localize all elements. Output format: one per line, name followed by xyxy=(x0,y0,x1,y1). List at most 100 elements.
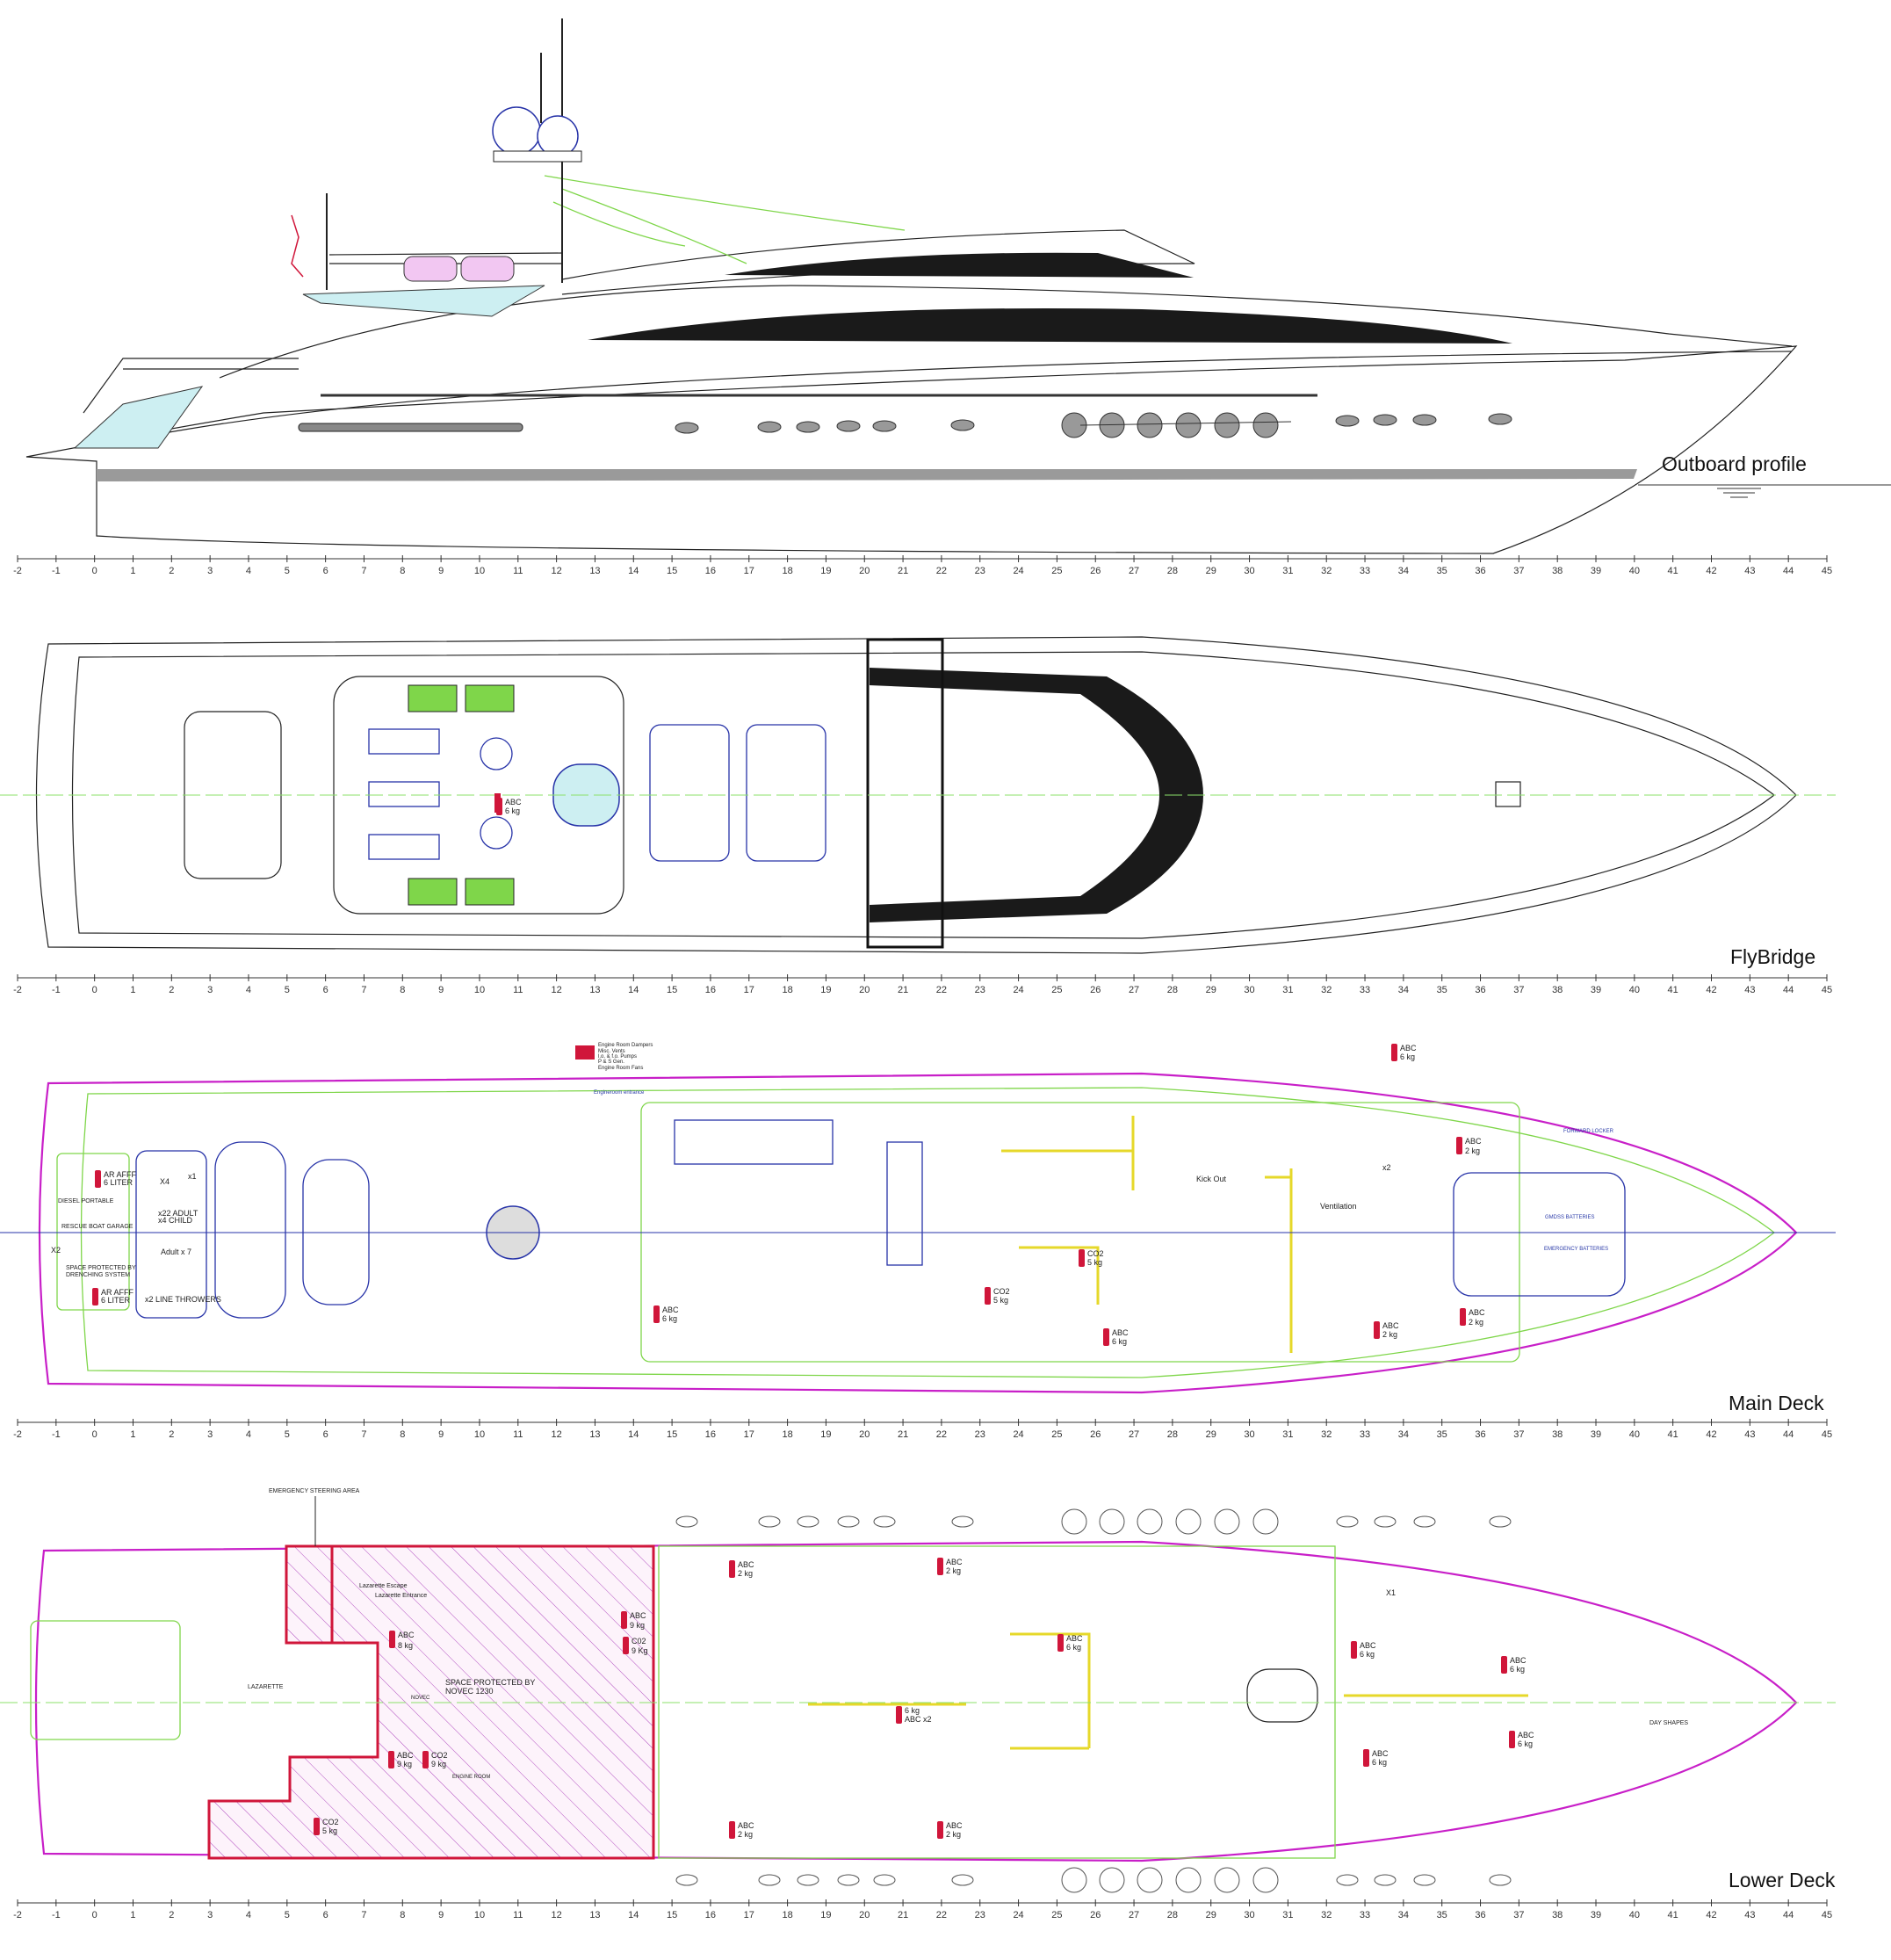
label-ext-crew: ABC xyxy=(1382,1321,1399,1330)
label-novec-2: NOVEC 1230 xyxy=(445,1687,494,1696)
ruler-label: 16 xyxy=(705,1910,716,1920)
ruler-label: 15 xyxy=(667,985,677,995)
label-ext-c5-2: 6 kg xyxy=(1066,1643,1081,1652)
ruler-label: 8 xyxy=(400,1910,405,1920)
ruler-label: 29 xyxy=(1206,1910,1216,1920)
fire-extinguisher-icon xyxy=(623,1637,629,1654)
master-bath xyxy=(1246,1668,1318,1723)
ruler-label: 36 xyxy=(1475,566,1485,576)
ruler-label: 6 xyxy=(323,985,328,995)
ruler-label: 18 xyxy=(782,1429,792,1440)
ruler-label: 33 xyxy=(1360,1910,1370,1920)
porthole xyxy=(675,1874,698,1886)
label-ext-f1-2: 6 kg xyxy=(1360,1650,1375,1659)
ruler-label: 18 xyxy=(782,566,792,576)
radar-dome-2 xyxy=(537,115,579,157)
swim-platform-glass xyxy=(73,386,204,449)
ruler-label: 8 xyxy=(400,1429,405,1440)
ruler-label: 39 xyxy=(1591,1429,1601,1440)
ruler-label: 25 xyxy=(1051,1910,1062,1920)
ruler-label: 17 xyxy=(744,1429,754,1440)
ruler-label: 26 xyxy=(1090,985,1101,995)
main-deck-plan: AR AFFF 6 LITER DIESEL PORTABLE RESCUE B… xyxy=(0,1043,1836,1414)
label-ext-co2-b: CO2 xyxy=(1087,1249,1104,1258)
ruler-label: 11 xyxy=(513,985,523,995)
label-ext-er-3: C02 xyxy=(632,1637,646,1645)
porthole xyxy=(837,1874,860,1886)
hull-inner-main xyxy=(80,1087,1776,1378)
fire-extinguisher-icon xyxy=(1501,1656,1507,1674)
ruler-label: 43 xyxy=(1744,1910,1755,1920)
porthole xyxy=(1214,1867,1240,1893)
ruler-label: 22 xyxy=(936,1910,947,1920)
hardtop-beam xyxy=(866,638,944,949)
ruler-label: 35 xyxy=(1437,1429,1447,1440)
ruler-label: 12 xyxy=(551,1910,561,1920)
ruler-label: 2 xyxy=(169,985,174,995)
ruler-label: -2 xyxy=(13,1910,22,1920)
ruler-label: 32 xyxy=(1321,566,1332,576)
lower-deck-plan: EMERGENCY STEERING AREA Lazarette Escape… xyxy=(0,1488,1836,1893)
ruler-label: 3 xyxy=(207,985,213,995)
ruler-label: -1 xyxy=(52,1910,61,1920)
label-ext-fwd-port: ABC xyxy=(1469,1308,1485,1317)
ruler-label: 38 xyxy=(1552,1429,1563,1440)
ruler-label: 11 xyxy=(513,566,523,576)
ruler-label: 2 xyxy=(169,566,174,576)
label-line-throwers: x2 LINE THROWERS xyxy=(145,1295,221,1304)
label-ar-afff-bottom-2: 6 LITER xyxy=(101,1296,131,1305)
ruler-label: 2 xyxy=(169,1429,174,1440)
label-ext-f1: ABC xyxy=(1360,1641,1376,1650)
salon-sofa xyxy=(674,1119,834,1165)
sunbeds xyxy=(368,728,440,860)
ruler-label: 17 xyxy=(744,1910,754,1920)
label-diesel-portable: DIESEL PORTABLE xyxy=(58,1198,114,1204)
hull-centerline-profile xyxy=(1079,421,1292,426)
fire-extinguisher-icon xyxy=(653,1305,660,1323)
ruler-label: 14 xyxy=(628,1429,639,1440)
ruler-label: 41 xyxy=(1668,1910,1678,1920)
ruler-label: 16 xyxy=(705,985,716,995)
ruler-label: 26 xyxy=(1090,1910,1101,1920)
label-ext-er-2: ABC xyxy=(630,1611,646,1620)
porthole xyxy=(1336,1874,1359,1886)
porthole xyxy=(1252,1867,1279,1893)
ruler-label: 9 xyxy=(438,566,444,576)
ruler-label: 24 xyxy=(1013,1910,1023,1920)
label-ext-f4: ABC xyxy=(1372,1749,1389,1758)
ruler-label: 23 xyxy=(975,1429,985,1440)
fire-extinguisher-icon xyxy=(1460,1308,1466,1326)
ruler-label: 9 xyxy=(438,1910,444,1920)
ruler-label: 24 xyxy=(1013,1429,1023,1440)
ruler-label: 12 xyxy=(551,566,561,576)
ruler-label: 27 xyxy=(1129,566,1139,576)
ruler-label: 21 xyxy=(898,566,908,576)
ruler-label: 27 xyxy=(1129,985,1139,995)
ruler-label: 28 xyxy=(1167,566,1178,576)
ruler-label: 45 xyxy=(1822,566,1832,576)
porthole xyxy=(1489,1874,1512,1886)
label-ext-fwd-stbd: ABC xyxy=(1465,1137,1482,1146)
label-ext-er-4-2: 9 kg xyxy=(397,1760,412,1768)
sheer-line xyxy=(131,351,1793,440)
ruler-label: 2 xyxy=(169,1910,174,1920)
label-rescue-boat-count: X2 xyxy=(51,1246,61,1255)
ruler-label: 44 xyxy=(1783,566,1794,576)
porthole xyxy=(758,1874,781,1886)
ruler-label: 32 xyxy=(1321,1429,1332,1440)
label-ext-crew-2: 2 kg xyxy=(1382,1330,1397,1339)
ruler-label: 20 xyxy=(859,566,870,576)
fire-extinguisher-icon xyxy=(1509,1731,1515,1748)
ruler-label: 36 xyxy=(1475,1910,1485,1920)
porthole xyxy=(1099,1867,1125,1893)
label-lifejackets-child: x4 CHILD xyxy=(158,1216,193,1225)
ruler-label: 26 xyxy=(1090,566,1101,576)
title-flybridge: FlyBridge xyxy=(1730,945,1815,968)
porthole xyxy=(1413,1515,1436,1528)
ruler-label: 25 xyxy=(1051,1429,1062,1440)
ruler-label: 21 xyxy=(898,1429,908,1440)
label-drenching-2: DRENCHING SYSTEM xyxy=(66,1272,130,1278)
fire-extinguisher-icon xyxy=(95,1170,101,1188)
